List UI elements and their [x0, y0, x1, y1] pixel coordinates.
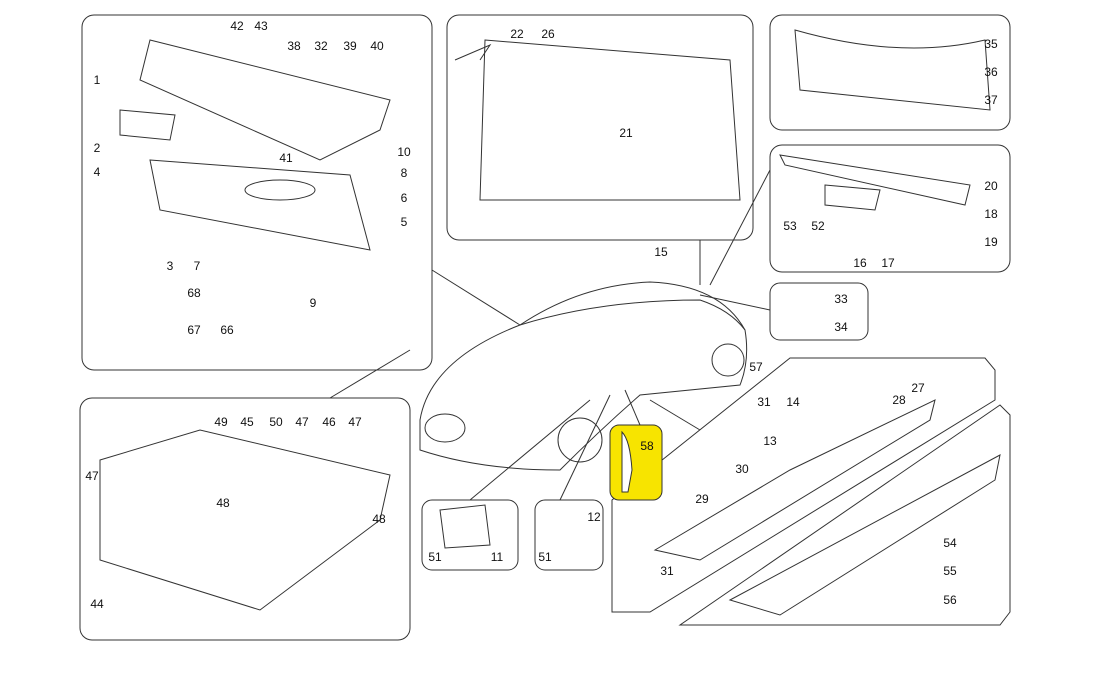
part-callout-54[interactable]: 54	[943, 536, 957, 550]
part-callout-20[interactable]: 20	[984, 179, 998, 193]
part-callout-9[interactable]: 9	[309, 296, 317, 310]
part-callout-37[interactable]: 37	[984, 93, 998, 107]
part-callout-31[interactable]: 31	[660, 564, 674, 578]
part-callout-42[interactable]: 42	[230, 19, 244, 33]
part-callout-56[interactable]: 56	[943, 593, 957, 607]
part-callout-46[interactable]: 46	[322, 415, 336, 429]
part-callout-15[interactable]: 15	[654, 245, 668, 259]
panel-underbody	[79, 397, 411, 641]
part-callout-48[interactable]: 48	[372, 512, 386, 526]
part-callout-38[interactable]: 38	[287, 39, 301, 53]
part-callout-29[interactable]: 29	[695, 492, 709, 506]
part-callout-19[interactable]: 19	[984, 235, 998, 249]
part-callout-48[interactable]: 48	[216, 496, 230, 510]
part-callout-10[interactable]: 10	[397, 145, 411, 159]
part-callout-55[interactable]: 55	[943, 564, 957, 578]
part-callout-47[interactable]: 47	[295, 415, 309, 429]
panel-third-brake-light	[769, 144, 1011, 273]
part-callout-58[interactable]: 58	[640, 439, 654, 453]
panel-clips	[769, 282, 869, 341]
part-callout-13[interactable]: 13	[763, 434, 777, 448]
part-callout-32[interactable]: 32	[314, 39, 328, 53]
part-callout-5[interactable]: 5	[400, 215, 408, 229]
part-callout-45[interactable]: 45	[240, 415, 254, 429]
part-callout-26[interactable]: 26	[541, 27, 555, 41]
part-callout-8[interactable]: 8	[400, 166, 408, 180]
car-outline	[419, 281, 748, 471]
part-callout-16[interactable]: 16	[853, 256, 867, 270]
part-callout-35[interactable]: 35	[984, 37, 998, 51]
part-callout-50[interactable]: 50	[269, 415, 283, 429]
part-callout-51[interactable]: 51	[538, 550, 552, 564]
part-callout-36[interactable]: 36	[984, 65, 998, 79]
panel-cowl	[81, 14, 433, 371]
panel-sill-upper	[611, 357, 996, 613]
part-callout-1[interactable]: 1	[93, 73, 101, 87]
part-callout-28[interactable]: 28	[892, 393, 906, 407]
part-callout-41[interactable]: 41	[279, 151, 293, 165]
panel-trunk	[446, 14, 754, 241]
highlight-part-58-panel	[609, 424, 663, 501]
part-callout-67[interactable]: 67	[187, 323, 201, 337]
part-callout-4[interactable]: 4	[93, 165, 101, 179]
part-58-trim	[621, 430, 633, 493]
part-callout-11[interactable]: 11	[490, 550, 504, 564]
part-callout-33[interactable]: 33	[834, 292, 848, 306]
part-callout-57[interactable]: 57	[749, 360, 763, 374]
part-callout-6[interactable]: 6	[400, 191, 408, 205]
part-callout-44[interactable]: 44	[90, 597, 104, 611]
part-callout-31[interactable]: 31	[757, 395, 771, 409]
part-callout-53[interactable]: 53	[783, 219, 797, 233]
part-callout-2[interactable]: 2	[93, 141, 101, 155]
part-callout-34[interactable]: 34	[834, 320, 848, 334]
panel-rear-spoiler	[769, 14, 1011, 131]
part-callout-21[interactable]: 21	[619, 126, 633, 140]
panel-sill-lower	[678, 404, 1011, 626]
part-callout-27[interactable]: 27	[911, 381, 925, 395]
part-callout-68[interactable]: 68	[187, 286, 201, 300]
part-callout-51[interactable]: 51	[428, 550, 442, 564]
part-callout-49[interactable]: 49	[214, 415, 228, 429]
part-callout-22[interactable]: 22	[510, 27, 524, 41]
part-callout-66[interactable]: 66	[220, 323, 234, 337]
part-callout-3[interactable]: 3	[166, 259, 174, 273]
part-callout-14[interactable]: 14	[786, 395, 800, 409]
panel-part-12	[534, 499, 604, 571]
part-callout-39[interactable]: 39	[343, 39, 357, 53]
part-callout-30[interactable]: 30	[735, 462, 749, 476]
part-callout-43[interactable]: 43	[254, 19, 268, 33]
part-callout-40[interactable]: 40	[370, 39, 384, 53]
part-callout-47[interactable]: 47	[85, 469, 99, 483]
part-callout-52[interactable]: 52	[811, 219, 825, 233]
part-callout-7[interactable]: 7	[193, 259, 201, 273]
part-callout-12[interactable]: 12	[587, 510, 601, 524]
part-callout-18[interactable]: 18	[984, 207, 998, 221]
part-callout-47[interactable]: 47	[348, 415, 362, 429]
part-callout-17[interactable]: 17	[881, 256, 895, 270]
